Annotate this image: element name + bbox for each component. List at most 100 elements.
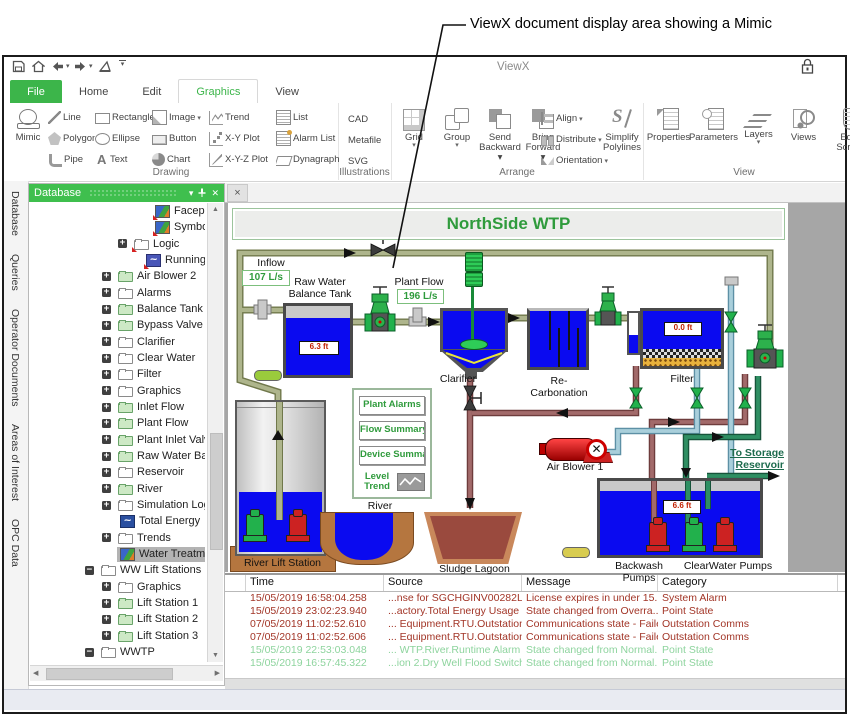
arrange-small-button[interactable]: Align▾ (541, 108, 608, 129)
tree-item[interactable]: + Raw Water Balan (30, 448, 205, 464)
tree-item[interactable]: Water Treatmen (30, 546, 205, 562)
mimic-nav-button[interactable]: Device Summary (359, 446, 425, 465)
illustration-button[interactable]: CAD (348, 114, 369, 125)
expand-toggle[interactable]: + (102, 352, 111, 363)
explorer-bar-tab[interactable]: Queries (9, 253, 21, 291)
expand-toggle[interactable]: + (102, 450, 111, 461)
explorer-bar-tab[interactable]: Areas of Interest (9, 424, 21, 502)
scroll-left-icon[interactable]: ◀ (33, 670, 39, 677)
explorer-bar-tab[interactable]: OPC Data (9, 519, 21, 568)
ribbon-tab[interactable]: Graphics (178, 79, 259, 103)
column-header-category[interactable]: Category (658, 575, 838, 591)
view-big-button[interactable]: Edit Script (828, 107, 850, 153)
tab-file[interactable]: File (10, 80, 62, 103)
tree-item[interactable]: + Logic (30, 236, 205, 252)
tree-item[interactable]: + Bypass Valve (30, 317, 205, 333)
tree-item[interactable]: + Graphics (30, 579, 205, 595)
column-header-message[interactable]: Message (522, 575, 658, 591)
expand-toggle[interactable]: + (102, 287, 111, 298)
alarm-row[interactable]: 15/05/2019 22:53:03.048 ... WTP.River.Ru… (225, 644, 845, 657)
drawing-tool-button[interactable]: Button (152, 128, 209, 149)
alarm-row[interactable]: 07/05/2019 11:02:52.606 ... Equipment.RT… (225, 631, 845, 644)
drawing-tool-button[interactable]: Line (48, 107, 95, 128)
tree-item[interactable]: + Graphics (30, 383, 205, 399)
illustration-button[interactable]: Metafile (348, 135, 382, 146)
expand-toggle[interactable]: + (102, 270, 111, 281)
expand-toggle[interactable]: + (102, 613, 111, 624)
tree-item[interactable]: Symbol (30, 219, 205, 235)
view-big-button[interactable]: Parameters (689, 107, 738, 153)
save-button[interactable] (12, 60, 25, 73)
explorer-bar-tab[interactable]: Database (9, 191, 21, 236)
ribbon-tab[interactable]: View (258, 80, 316, 103)
tree-item[interactable]: + Lift Station 3 (30, 628, 205, 644)
expand-toggle[interactable]: + (102, 303, 111, 314)
arrange-big-button[interactable]: Grid▾ (394, 107, 434, 163)
expand-toggle[interactable]: + (102, 597, 111, 608)
drawing-tool-button[interactable]: Alarm List (276, 128, 340, 149)
tree-item[interactable]: + Reservoir (30, 464, 205, 480)
back-button[interactable]: ▾ (51, 60, 70, 73)
tree-item[interactable]: + Plant Inlet Valve (30, 432, 205, 448)
drawing-tool-button[interactable]: Polygon (48, 128, 95, 149)
alarm-row[interactable]: 07/05/2019 11:02:52.610 ... Equipment.RT… (225, 618, 845, 631)
expand-toggle[interactable]: + (102, 499, 111, 510)
tree-item[interactable]: + Clarifier (30, 334, 205, 350)
arrange-big-button[interactable]: Send Backward ▾ (479, 107, 521, 163)
arrange-big-button[interactable]: Group▾ (437, 107, 477, 163)
explorer-bar-tab[interactable]: Operator Documents (9, 308, 21, 407)
arrange-small-button[interactable]: Distribute▾ (541, 129, 608, 150)
drawing-tool-button[interactable]: X-Y Plot (209, 128, 276, 149)
expand-toggle[interactable]: + (102, 368, 111, 379)
home-button[interactable] (32, 60, 45, 73)
drawing-tool-button[interactable]: Chart (152, 149, 209, 170)
tree-item[interactable]: Running (30, 252, 205, 268)
tree-item[interactable]: − WWTP (30, 644, 205, 660)
alarm-row[interactable]: 15/05/2019 16:57:45.322 ...ion 2.Dry Wel… (225, 657, 845, 670)
mimic-nav-button[interactable]: Plant Alarms (359, 396, 425, 415)
expand-toggle[interactable]: − (85, 564, 94, 575)
drawing-tool-button[interactable]: Pipe (48, 149, 95, 170)
tree-horizontal-scrollbar[interactable]: ◀ ▶ (30, 665, 223, 681)
tree-item[interactable]: + Air Blower 2 (30, 268, 205, 284)
expand-toggle[interactable]: + (102, 336, 111, 347)
tree-item[interactable]: + Clear Water (30, 350, 205, 366)
scroll-right-icon[interactable]: ▶ (214, 670, 220, 677)
expand-toggle[interactable]: + (102, 401, 111, 412)
expand-toggle[interactable]: + (102, 483, 111, 494)
illustration-button[interactable]: SVG (348, 156, 369, 167)
tree-vertical-scrollbar[interactable]: ▲ ▼ (207, 203, 223, 662)
tree-item[interactable]: + Simulation Logi (30, 497, 205, 513)
level-trend-button[interactable]: Level Trend (360, 472, 426, 492)
drawing-tool-button[interactable]: Ellipse (95, 128, 152, 149)
panel-menu-icon[interactable]: ▾ (188, 187, 194, 198)
view-big-button[interactable]: Properties (647, 107, 690, 153)
storage-reservoir-link[interactable]: To Storage Reservoir (729, 447, 784, 471)
print-preview-button[interactable] (98, 60, 112, 73)
ribbon-tab[interactable]: Home (62, 80, 126, 103)
document-close-tab[interactable]: × (227, 184, 248, 202)
tree-item[interactable]: + Plant Flow (30, 415, 205, 431)
expand-toggle[interactable]: + (102, 319, 111, 330)
simplify-polylines-button[interactable]: Simplify Polylines (603, 105, 641, 153)
tree-item[interactable]: + Inlet Flow (30, 399, 205, 415)
drawing-tool-button[interactable]: Image▾ (152, 107, 209, 128)
mimic-nav-button[interactable]: Flow Summary (359, 421, 425, 440)
tree-item[interactable]: + Filter (30, 366, 205, 382)
tree-item[interactable]: + Air Blower 1 (30, 660, 205, 662)
drawing-tool-button[interactable]: Text (95, 149, 152, 170)
tree-item[interactable]: Faceplat (30, 203, 205, 219)
expand-toggle[interactable]: + (102, 385, 111, 396)
forward-button[interactable]: ▾ (74, 60, 93, 73)
tree-item[interactable]: + Lift Station 2 (30, 611, 205, 627)
expand-toggle[interactable]: + (102, 417, 111, 428)
expand-toggle[interactable]: + (118, 238, 127, 249)
expand-toggle[interactable]: + (102, 466, 111, 477)
pin-icon[interactable] (198, 188, 206, 199)
arrange-small-button[interactable]: Orientation▾ (541, 150, 608, 171)
drawing-tool-button[interactable]: Dynagraph (276, 149, 340, 170)
drawing-tool-button[interactable]: Rectangle (95, 107, 152, 128)
scroll-up-icon[interactable]: ▲ (212, 206, 219, 213)
alarm-row[interactable]: 15/05/2019 16:58:04.258 ...nse for SGCHG… (225, 592, 845, 605)
tree-item[interactable]: + River (30, 481, 205, 497)
